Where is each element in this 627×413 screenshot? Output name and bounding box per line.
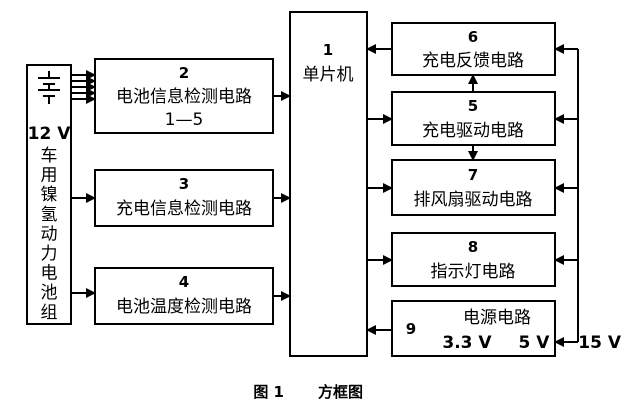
block-7-fan-drive: 7 排风扇驱动电路 [391,159,556,216]
battery-name-char: 组 [41,303,58,323]
battery-name-char: 用 [41,166,58,186]
block-7-number: 7 [468,166,478,184]
block-4-battery-temperature-detection: 4 电池温度检测电路 [94,267,274,325]
block-4-number: 4 [179,273,189,291]
figure-number: 图 1 [253,383,284,401]
battery-symbol-icon [38,71,60,104]
block-6-number: 6 [468,28,478,46]
block-4-label: 电池温度检测电路 [116,297,252,317]
block-7-label: 排风扇驱动电路 [414,190,533,210]
block-6-label: 充电反馈电路 [422,51,524,71]
battery-name-char: 车 [41,146,58,166]
block-8-label: 指示灯电路 [431,262,516,282]
block-1-label: 单片机 [303,65,354,85]
block-9-power-supply: 9 电源电路 3.3 V 5 V [391,300,556,357]
block-5-label: 充电驱动电路 [422,121,524,141]
block-9-output-3v3: 3.3 V [442,333,492,353]
block-9-label: 电源电路 [463,308,531,328]
block-2-sub-label: 1—5 [165,110,204,130]
battery-name-char: 池 [41,283,58,303]
power-bus [554,44,579,343]
supply-input-label: 15 V [578,333,622,353]
block-3-number: 3 [179,175,189,193]
figure-title: 方框图 [318,383,363,401]
battery-voltage-label: 12 V [28,124,72,144]
block-8-indicator-light: 8 指示灯电路 [391,232,556,287]
block-2-battery-info-detection: 2 电池信息检测电路 1—5 [94,58,274,134]
block-6-charge-feedback: 6 充电反馈电路 [391,22,556,76]
block-5-number: 5 [468,97,478,115]
battery-pack-box [26,64,72,325]
block-5-charge-drive: 5 充电驱动电路 [391,91,556,146]
block-2-label: 电池信息检测电路 [116,87,252,107]
block-3-label: 充电信息检测电路 [116,199,252,219]
battery-to-block2-arrows [71,70,96,104]
battery-name-char: 电 [41,264,58,284]
battery-name-char: 氢 [41,205,58,225]
battery-name-char: 力 [41,244,58,264]
block-2-number: 2 [179,64,189,82]
block-8-number: 8 [468,238,478,256]
block-9-number: 9 [406,320,416,338]
battery-name-char: 动 [41,224,58,244]
block-3-charge-info-detection: 3 充电信息检测电路 [94,169,274,227]
battery-name-char: 镍 [41,185,58,205]
block-9-output-5v: 5 V [519,333,551,353]
block-1-mcu: 1 单片机 [289,11,368,357]
block-1-number: 1 [323,41,333,59]
